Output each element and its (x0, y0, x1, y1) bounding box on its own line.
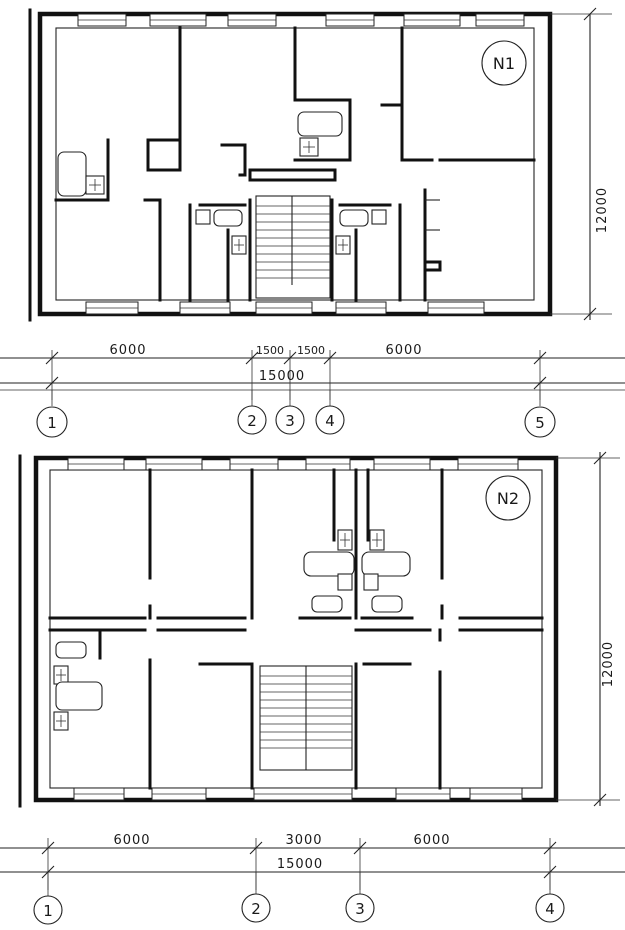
plan1-badge-label: N1 (493, 54, 515, 73)
plan2-dim-total: 15000 (277, 857, 323, 872)
plan1-axis-2-circle (237, 405, 267, 435)
plan1-axis-5-circle (524, 406, 556, 438)
plan2-axis-2-label: 2 (251, 900, 261, 918)
plan1-axis-4-circle (315, 405, 345, 435)
floor-plan-2: N2 12000 6000 3000 6000 (0, 451, 625, 925)
plan1-dim-mid-b: 1500 (297, 344, 325, 357)
plan2-fixtures (53, 529, 411, 731)
plan1-dim-right: 6000 (385, 343, 422, 358)
plan2-windows-top (67, 457, 519, 471)
plan2-badge-circle (485, 475, 531, 521)
plan1-width-dimensions: 6000 1500 1500 6000 15000 (0, 343, 625, 400)
plan2-axis-markers: 1 2 3 4 (33, 872, 565, 925)
plan2-badge-label: N2 (497, 489, 519, 508)
plan2-axis-3-label: 3 (355, 900, 365, 918)
plan1-axis-4-label: 4 (325, 412, 335, 430)
plan1-axis-1-circle (36, 406, 68, 438)
plan1-axis-3-label: 3 (285, 412, 295, 430)
plan2-interior-walls (48, 468, 544, 790)
plan2-windows-bottom (73, 787, 523, 801)
plan1-axis-2-label: 2 (247, 412, 257, 430)
plan1-interior-walls (54, 26, 536, 302)
plan1-axis-3-circle (275, 405, 305, 435)
plan2-dim-mid: 3000 (285, 833, 322, 848)
plan1-axis-5-label: 5 (535, 414, 545, 432)
plan1-axis-markers: 1 2 3 4 5 (36, 390, 556, 438)
plan2-axis-4-circle (535, 893, 565, 923)
floor-plan-1: N1 12000 6000 1 (0, 7, 625, 438)
plan1-axis-1-label: 1 (47, 414, 57, 432)
plan2-axis-1-circle (33, 895, 63, 925)
plan2-height-dimension: 12000 (556, 451, 620, 807)
plan1-height-dim-label: 12000 (595, 187, 610, 233)
plan2-height-dim-label: 12000 (601, 641, 616, 687)
plan1-windows-bottom (85, 301, 485, 315)
plan2-dim-right: 6000 (413, 833, 450, 848)
plan2-stair (259, 665, 353, 771)
plan1-dim-total: 15000 (259, 369, 305, 384)
plan1-dim-mid-a: 1500 (256, 344, 284, 357)
plan1-dim-left: 6000 (109, 343, 146, 358)
plan2-dim-left: 6000 (113, 833, 150, 848)
plan1-stair (255, 195, 331, 299)
plan1-badge-circle (481, 40, 527, 86)
plan1-height-dimension: 12000 (550, 7, 612, 321)
plan2-axis-1-label: 1 (43, 902, 53, 920)
plan1-windows-top (77, 13, 525, 27)
plan2-axis-4-label: 4 (545, 900, 555, 918)
plan2-axis-3-circle (345, 893, 375, 923)
plan1-fixtures (57, 111, 440, 255)
plan2-axis-2-circle (241, 893, 271, 923)
plan2-width-dimensions: 6000 3000 6000 15000 (0, 833, 625, 890)
